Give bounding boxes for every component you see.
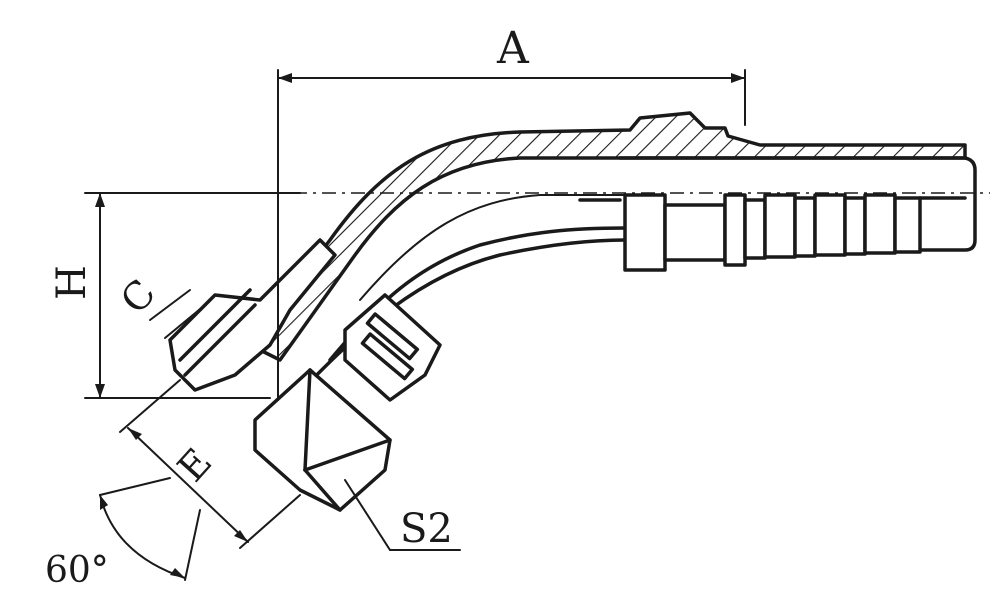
dimension-h: [84, 192, 301, 399]
label-e: E: [169, 440, 220, 490]
label-angle: 60°: [45, 550, 109, 591]
tube-wall-section: [248, 111, 967, 362]
tail-ribs: [623, 193, 967, 272]
dimension-e: [119, 379, 301, 549]
tail-outline: [618, 156, 977, 252]
label-a: A: [496, 23, 530, 74]
nose-seat: [168, 238, 337, 392]
swivel-nut: [253, 368, 392, 512]
angle-60: [99, 477, 201, 581]
ferrule: [343, 293, 442, 402]
dimension-c: [149, 289, 206, 339]
leader-s2: [344, 479, 461, 551]
dimension-a: [277, 69, 746, 401]
label-h: H: [49, 265, 95, 300]
label-s2: S2: [400, 506, 453, 552]
